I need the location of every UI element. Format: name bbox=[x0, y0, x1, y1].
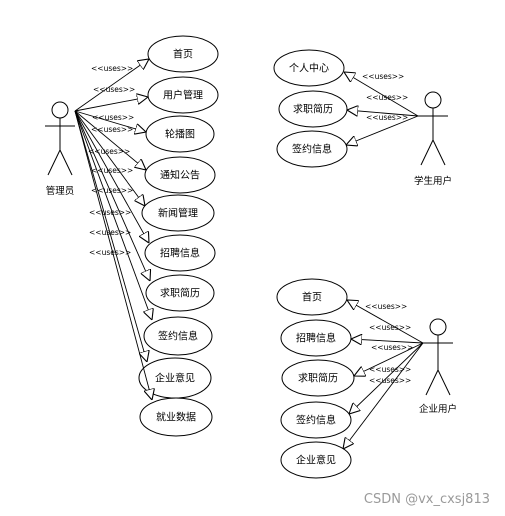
company-uses-labels: <<uses>> <<uses>> <<uses>> <<uses>> <<us… bbox=[365, 302, 413, 385]
svg-text:通知公告: 通知公告 bbox=[160, 169, 200, 182]
svg-text:就业数据: 就业数据 bbox=[156, 411, 196, 424]
svg-text:签约信息: 签约信息 bbox=[296, 414, 336, 427]
svg-text:企业意见: 企业意见 bbox=[155, 372, 195, 385]
use-case: 招聘信息 bbox=[280, 319, 352, 357]
student-actor: 学生用户 bbox=[414, 91, 452, 187]
stick-figure-icon bbox=[423, 318, 453, 396]
stick-figure-icon bbox=[45, 101, 75, 176]
uses-label: <<uses>> bbox=[371, 343, 413, 352]
svg-text:企业意见: 企业意见 bbox=[296, 454, 336, 467]
use-case: 企业意见 bbox=[138, 357, 212, 399]
uses-label: <<uses>> bbox=[365, 302, 407, 311]
uses-label: <<uses>> bbox=[89, 228, 131, 237]
uses-label: <<uses>> bbox=[369, 323, 411, 332]
uses-label: <<uses>> bbox=[369, 376, 411, 385]
svg-text:个人中心: 个人中心 bbox=[289, 62, 329, 75]
uses-label: <<uses>> bbox=[89, 248, 131, 257]
svg-text:招聘信息: 招聘信息 bbox=[160, 247, 200, 260]
svg-text:用户管理: 用户管理 bbox=[163, 89, 203, 102]
use-case: 新闻管理 bbox=[141, 194, 215, 232]
use-case: 求职简历 bbox=[278, 90, 348, 128]
student-uses-labels: <<uses>> <<uses>> <<uses>> bbox=[362, 72, 408, 122]
use-case: 首页 bbox=[147, 35, 219, 73]
uses-label: <<uses>> bbox=[91, 125, 133, 134]
admin-use-cases: 首页 用户管理 轮播图 通知公告 新闻管理 招聘信息 求职简历 签约信息 bbox=[138, 35, 219, 437]
svg-text:签约信息: 签约信息 bbox=[158, 330, 198, 343]
use-case: 签约信息 bbox=[143, 316, 213, 356]
csdn-watermark: CSDN @vx_cxsj813 bbox=[364, 492, 490, 507]
svg-text:首页: 首页 bbox=[173, 48, 193, 61]
company-associations bbox=[343, 300, 424, 449]
admin-actor: 管理员 bbox=[45, 101, 75, 197]
use-case: 签约信息 bbox=[280, 401, 352, 439]
use-case: 求职简历 bbox=[145, 274, 215, 312]
svg-text:求职简历: 求职简历 bbox=[160, 287, 200, 300]
company-actor: 企业用户 bbox=[419, 318, 457, 415]
use-case: 就业数据 bbox=[139, 397, 213, 437]
uses-label: <<uses>> bbox=[366, 93, 408, 102]
uses-label: <<uses>> bbox=[366, 113, 408, 122]
use-case: 企业意见 bbox=[280, 441, 352, 479]
svg-text:首页: 首页 bbox=[302, 291, 322, 304]
use-case: 通知公告 bbox=[144, 156, 216, 194]
uses-label: <<uses>> bbox=[369, 365, 411, 374]
svg-text:新闻管理: 新闻管理 bbox=[158, 207, 198, 220]
use-case: 招聘信息 bbox=[144, 234, 216, 272]
use-case: 求职简历 bbox=[281, 359, 355, 397]
uses-label: <<uses>> bbox=[92, 113, 134, 122]
svg-text:求职简历: 求职简历 bbox=[298, 372, 338, 385]
student-actor-label: 学生用户 bbox=[414, 175, 452, 187]
student-use-cases: 个人中心 求职简历 签约信息 bbox=[273, 49, 348, 168]
use-case: 用户管理 bbox=[147, 76, 219, 114]
uses-label: <<uses>> bbox=[91, 166, 133, 175]
uses-label: <<uses>> bbox=[91, 186, 133, 195]
company-actor-label: 企业用户 bbox=[419, 403, 457, 415]
uses-label: <<uses>> bbox=[91, 64, 133, 73]
uses-label: <<uses>> bbox=[362, 72, 404, 81]
admin-associations bbox=[74, 59, 152, 400]
svg-text:求职简历: 求职简历 bbox=[293, 103, 333, 116]
svg-text:轮播图: 轮播图 bbox=[165, 128, 195, 141]
stick-figure-icon bbox=[418, 91, 448, 166]
uses-label: <<uses>> bbox=[88, 147, 130, 156]
svg-text:签约信息: 签约信息 bbox=[292, 143, 332, 156]
uses-label: <<uses>> bbox=[93, 85, 135, 94]
svg-text:招聘信息: 招聘信息 bbox=[296, 332, 336, 345]
company-use-cases: 首页 招聘信息 求职简历 签约信息 企业意见 bbox=[276, 278, 355, 479]
use-case: 个人中心 bbox=[273, 49, 345, 87]
use-case: 签约信息 bbox=[276, 130, 348, 168]
admin-uses-labels: <<uses>> <<uses>> <<uses>> <<uses>> <<us… bbox=[88, 64, 135, 257]
admin-actor-label: 管理员 bbox=[46, 185, 75, 197]
student-associations bbox=[344, 72, 419, 145]
uses-label: <<uses>> bbox=[89, 208, 131, 217]
use-case: 首页 bbox=[276, 278, 348, 316]
use-case: 轮播图 bbox=[145, 115, 215, 153]
